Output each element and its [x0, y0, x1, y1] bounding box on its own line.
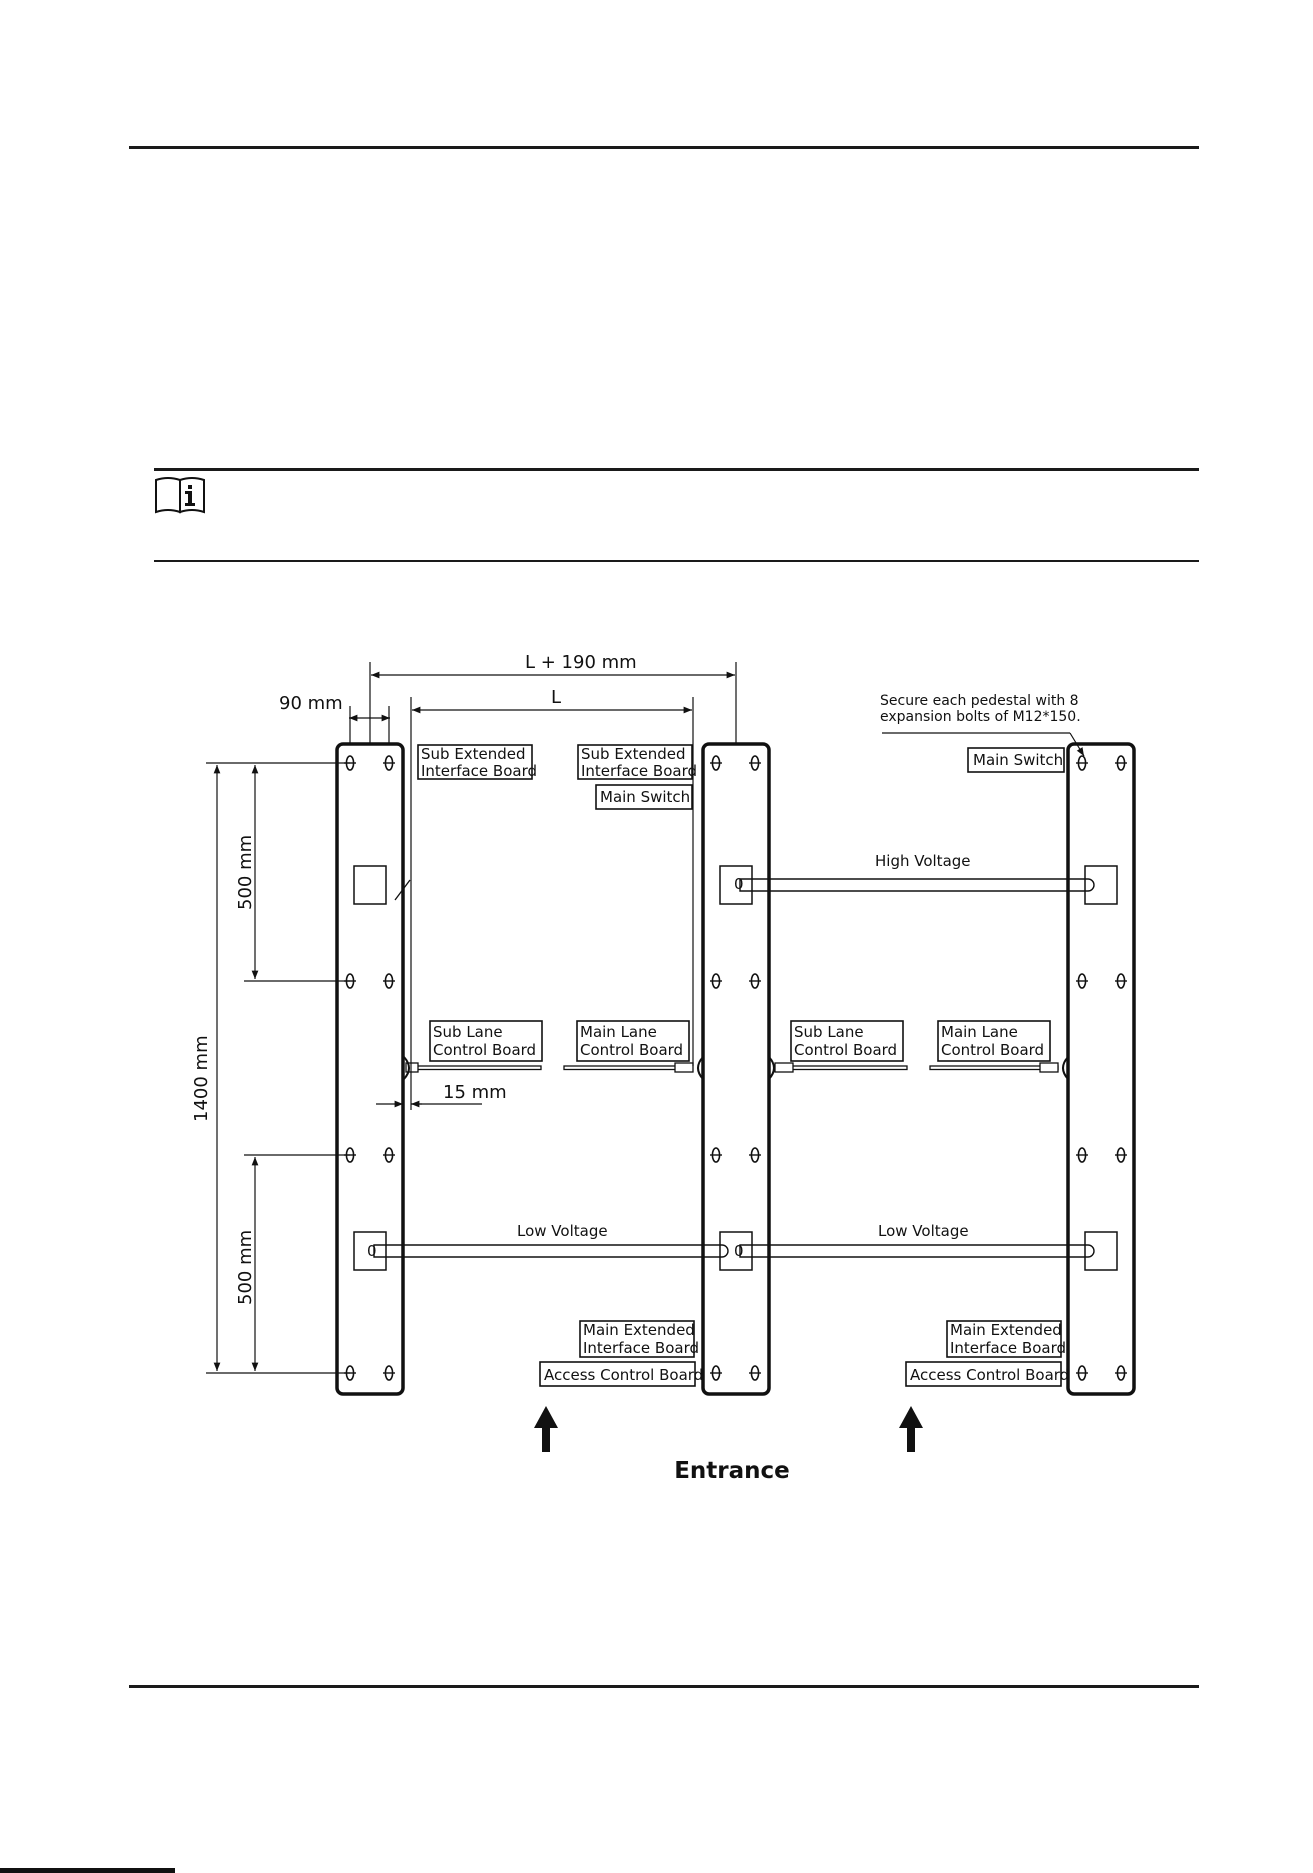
main-switch-right: Main Switch — [973, 751, 1063, 769]
main-lane-1-line-2: Control Board — [580, 1041, 683, 1059]
entrance-label: Entrance — [674, 1458, 790, 1484]
access-control-1: Access Control Board — [544, 1366, 703, 1384]
svg-text:0: 0 — [734, 875, 744, 893]
note-top-rule — [154, 468, 1199, 471]
main-extended-2-line-1: Main Extended — [950, 1321, 1062, 1339]
header-rule — [129, 146, 1199, 149]
main-lane-2-line-2: Control Board — [941, 1041, 1044, 1059]
dim-total-length: 1400 mm — [191, 1035, 212, 1122]
sub-lane-2-line-1: Sub Lane — [794, 1023, 864, 1041]
dim-upper-spacing: 500 mm — [235, 835, 256, 910]
high-voltage-label: High Voltage — [875, 852, 971, 870]
up-arrow-icon — [534, 1406, 558, 1452]
pedestal-right — [1066, 742, 1136, 1396]
footer-rule — [129, 1685, 1199, 1688]
main-lane-1-line-1: Main Lane — [580, 1023, 657, 1041]
note-bottom-rule — [154, 560, 1199, 562]
footer-strip — [0, 1868, 175, 1873]
main-extended-1-line-2: Interface Board — [583, 1339, 699, 1357]
main-switch-mid: Main Switch — [600, 788, 690, 806]
cable-boxes — [353, 865, 1118, 1271]
low-voltage-right-label: Low Voltage — [878, 1222, 969, 1240]
pedestal-left — [335, 742, 405, 1396]
sub-extended-left-line-1: Sub Extended — [421, 745, 526, 763]
up-arrow-icon — [899, 1406, 923, 1452]
main-extended-1-line-1: Main Extended — [583, 1321, 695, 1339]
sub-extended-mid-line-2: Interface Board — [581, 762, 697, 780]
dim-lower-spacing: 500 mm — [235, 1230, 256, 1305]
sub-lane-1-line-1: Sub Lane — [433, 1023, 503, 1041]
svg-text:0: 0 — [734, 1242, 744, 1260]
access-control-2: Access Control Board — [910, 1366, 1069, 1384]
sub-extended-left-line-2: Interface Board — [421, 762, 537, 780]
low-voltage-conduit-right — [739, 1244, 1095, 1258]
low-voltage-left-label: Low Voltage — [517, 1222, 608, 1240]
sub-lane-1-line-2: Control Board — [433, 1041, 536, 1059]
low-voltage-conduit-left — [373, 1244, 729, 1258]
barrier-arms — [405, 1062, 1059, 1073]
dim-pedestal-width: 90 mm — [279, 693, 343, 714]
sub-lane-2-line-2: Control Board — [794, 1041, 897, 1059]
note-info-icon — [155, 477, 205, 514]
secure-note-line-2: expansion bolts of M12*150. — [880, 709, 1081, 725]
dim-offset: 15 mm — [443, 1082, 507, 1103]
main-lane-2-line-1: Main Lane — [941, 1023, 1018, 1041]
high-voltage-conduit — [739, 878, 1095, 892]
dim-lane-width: L — [551, 687, 561, 708]
pedestal-middle — [701, 742, 771, 1396]
svg-text:0: 0 — [367, 1242, 377, 1260]
dim-overall-width: L + 190 mm — [525, 652, 637, 673]
sub-extended-mid-line-1: Sub Extended — [581, 745, 686, 763]
main-extended-2-line-2: Interface Board — [950, 1339, 1066, 1357]
secure-note-line-1: Secure each pedestal with 8 — [880, 693, 1079, 709]
